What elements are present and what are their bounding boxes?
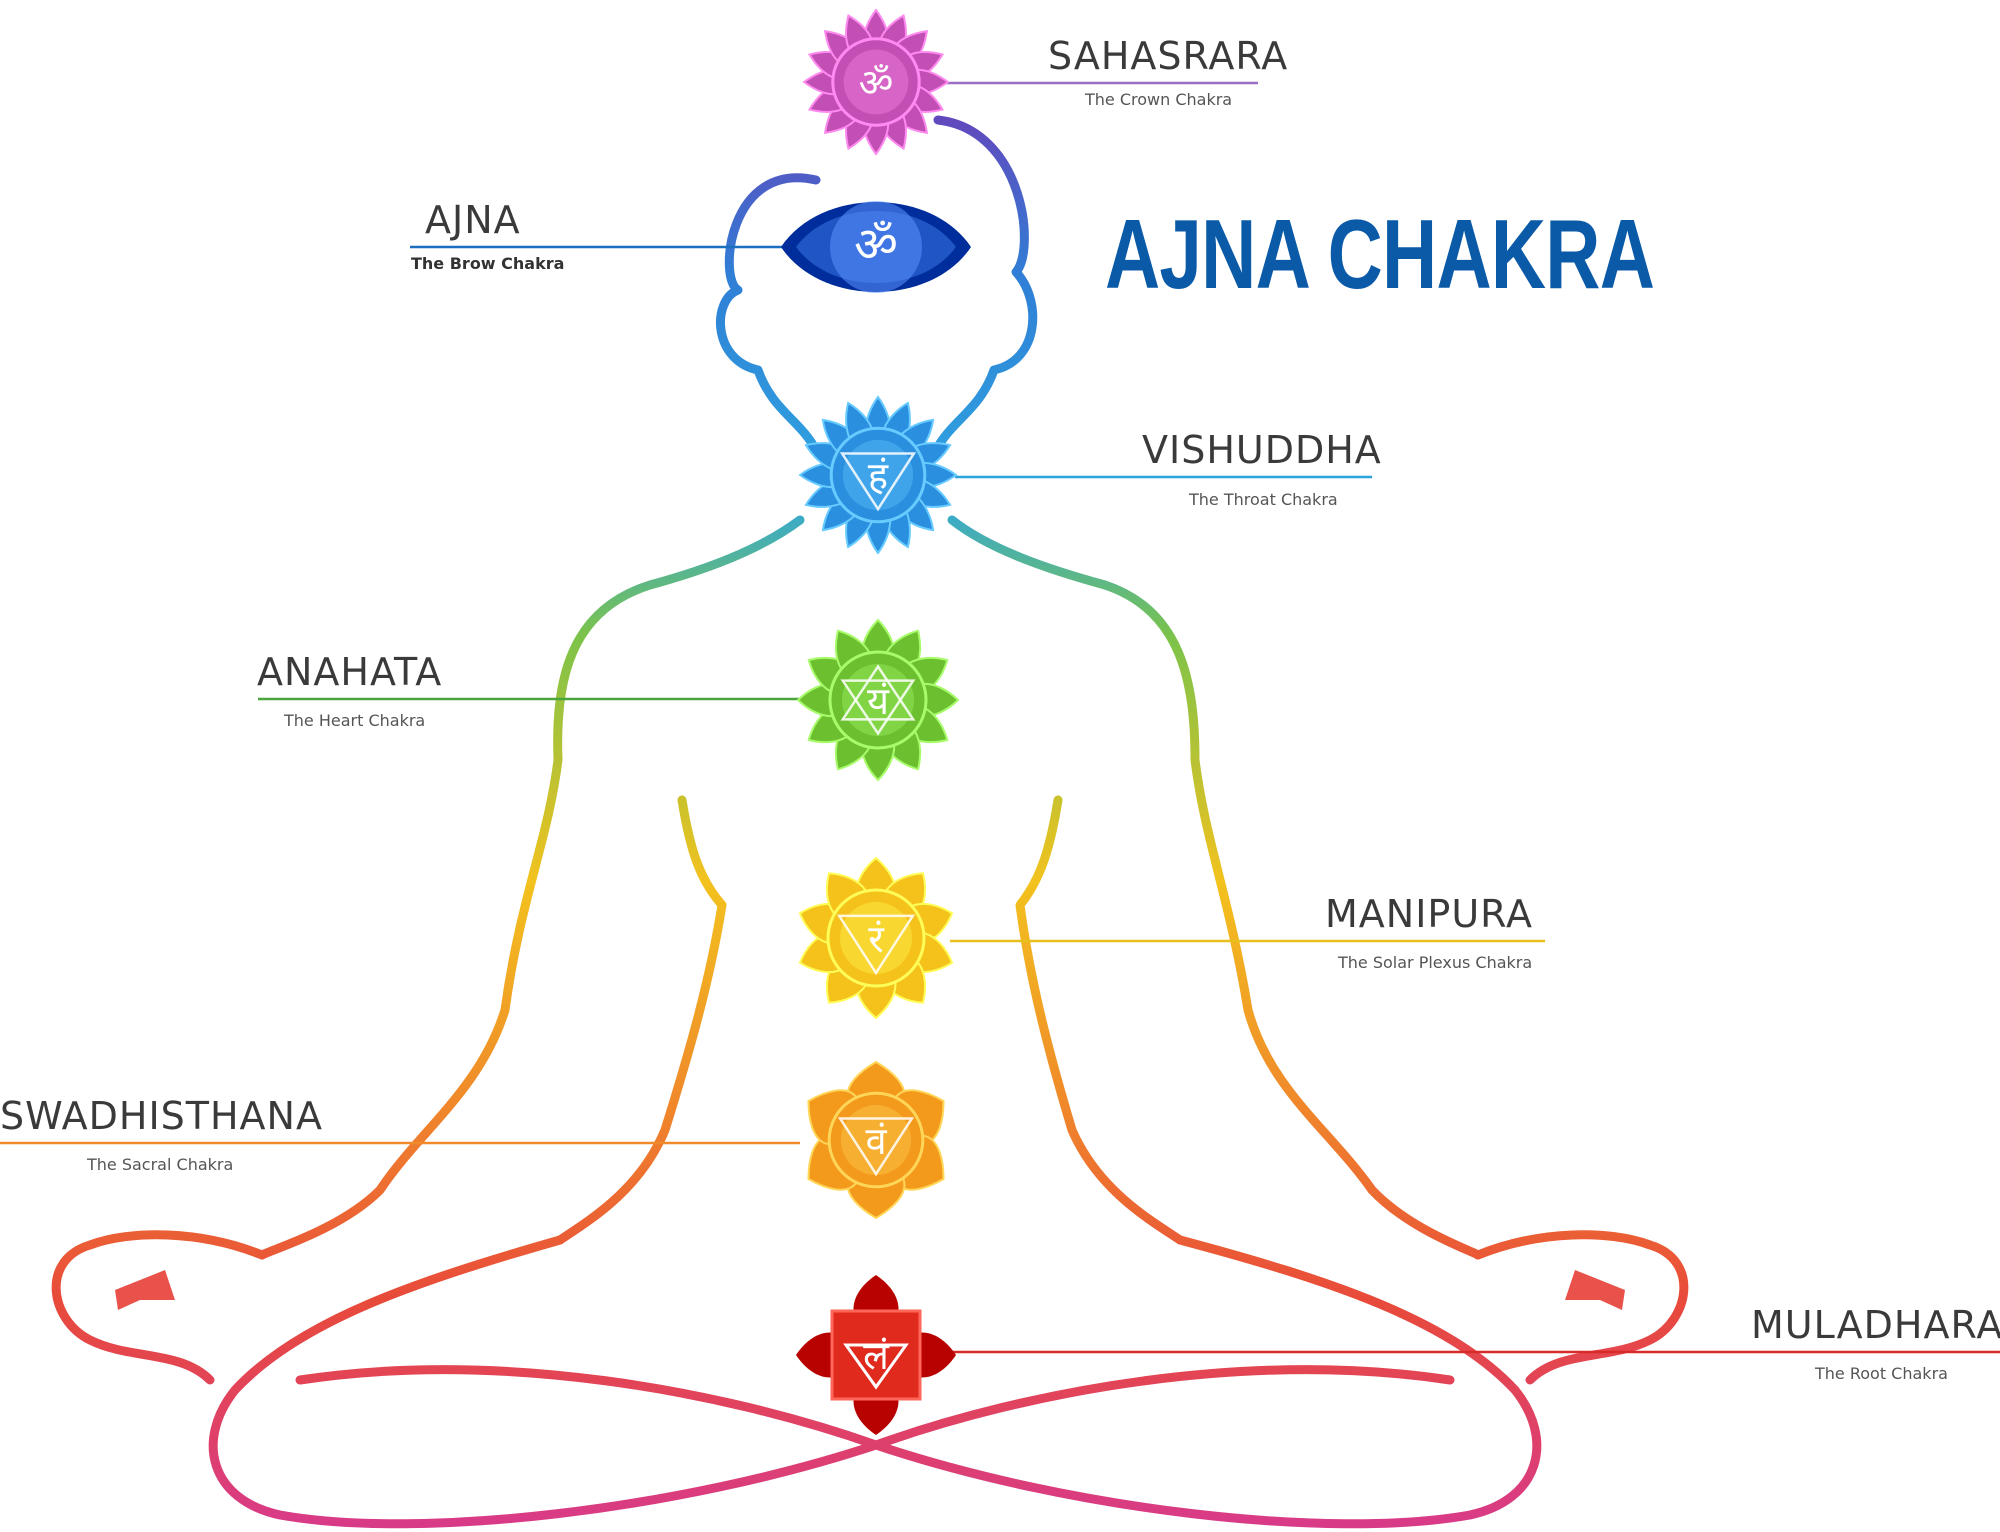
left-torso-outline: [257, 515, 805, 1260]
head-outline: [715, 173, 821, 455]
lotus-glow: [842, 664, 914, 736]
chakra-seed-syllable: ॐ: [854, 217, 898, 273]
lotus-glow: [840, 902, 912, 974]
chakra-seed-syllable: यं: [867, 679, 890, 723]
chakra-name-manipura: MANIPURA: [1325, 892, 1534, 936]
meditating-body-outline: [51, 115, 1689, 1529]
chakra-subtitle-anahata: The Heart Chakra: [284, 711, 426, 730]
lotus-triangle: [836, 914, 916, 976]
throat-lotus-icon: हं: [798, 395, 958, 555]
lotus-center: [828, 650, 928, 750]
chakra-name-vishuddha: VISHUDDHA: [1142, 428, 1382, 472]
lotus-triangle: [840, 679, 916, 736]
lotus-center: [827, 1091, 925, 1189]
head-outline-right: [931, 115, 1038, 455]
lotus-triangle: [839, 452, 917, 512]
right-hand-outline: [1473, 1230, 1689, 1385]
root-lotus-icon: लं: [796, 1275, 956, 1435]
lotus-triangle: [837, 1117, 915, 1177]
chakra-name-sahasrara: SAHASRARA: [1048, 34, 1289, 78]
chakra-name-ajna: AJNA: [425, 198, 521, 242]
chakra-subtitle-swadhisthana: The Sacral Chakra: [87, 1155, 234, 1174]
heart-lotus-icon: यं: [796, 618, 960, 782]
diagram-heading: AJNA CHAKRA: [1105, 199, 1655, 309]
chakra-subtitle-muladhara: The Root Chakra: [1815, 1364, 1948, 1383]
right-inner-arm-outline: [1015, 795, 1185, 1245]
chakra-subtitle-vishuddha: The Throat Chakra: [1189, 490, 1338, 509]
chakra-seed-syllable: वं: [865, 1119, 887, 1163]
left-mudra-icon: [115, 1270, 175, 1310]
lotus-glow: [840, 1104, 912, 1176]
chakra-connector-lines: [0, 81, 2000, 1354]
chakra-seed-syllable: ॐ: [859, 61, 894, 105]
lotus-glow: [843, 49, 909, 115]
chakra-seed-syllable: लं: [863, 1334, 890, 1378]
chakra-subtitle-sahasrara: The Crown Chakra: [1085, 90, 1233, 109]
lotus-center: [831, 37, 921, 127]
right-mudra-icon: [1565, 1270, 1625, 1310]
chakra-subtitle-ajna: The Brow Chakra: [411, 254, 565, 273]
brow-lotus-icon: ॐ: [781, 201, 971, 293]
legs-inner-outline: [295, 1365, 1455, 1450]
lotus-triangle: [840, 664, 916, 721]
left-hand-outline: [51, 1230, 267, 1385]
chakra-name-muladhara: MULADHARA: [1751, 1303, 2000, 1347]
root-square: [830, 1309, 922, 1401]
lotus-center: [830, 201, 922, 293]
chakra-seed-syllable: रं: [868, 917, 885, 961]
chakra-seed-syllable: हं: [868, 454, 889, 498]
chakra-name-swadhisthana: SWADHISTHANA: [0, 1094, 323, 1138]
lotus-glow: [842, 439, 914, 511]
lotus-center: [826, 888, 926, 988]
lotus-center: [829, 426, 927, 524]
chakra-subtitle-manipura: The Solar Plexus Chakra: [1338, 953, 1533, 972]
solar-plexus-lotus-icon: रं: [798, 856, 954, 1020]
right-torso-outline: [947, 515, 1483, 1260]
left-inner-arm-outline: [555, 795, 727, 1245]
chakra-name-anahata: ANAHATA: [257, 650, 443, 694]
root-triangle: [843, 1343, 909, 1390]
lotus-crown-icon: ॐ: [802, 8, 950, 156]
sacral-lotus-icon: वं: [807, 1060, 945, 1220]
